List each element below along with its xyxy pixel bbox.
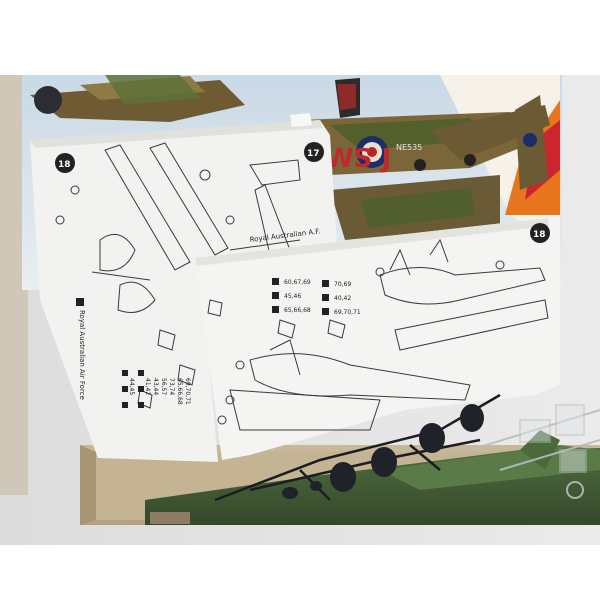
sheet-left-caption: Royal Australian Air Force [78, 310, 86, 400]
sheet-left-callout-4: 73,74 [168, 378, 175, 395]
sheet-left-step-number-b: 17 [307, 149, 320, 159]
sheet-right-callout-3: 70,69 [334, 281, 351, 288]
sheet-right-step-number: 18 [533, 230, 546, 240]
sheet-left-callout-6: 69,70,71 [184, 378, 191, 405]
sheet-left-line-drawing [55, 142, 301, 409]
top-bomber-nose [34, 86, 62, 114]
sheet-right-callout-4: 40,42 [334, 295, 351, 302]
sheet-right-callout-2: 65,66,68 [284, 307, 311, 314]
sheet-left-step-number: 18 [58, 160, 71, 170]
sheet-left-paint-chips [76, 298, 144, 408]
sheet-right-callout-5: 69,70,71 [334, 309, 361, 316]
sheet-left-callout-1: 41,42 [144, 378, 151, 395]
instruction-sheet-left: 18 17 Royal Australian Air Force [30, 113, 338, 462]
sheet-right-paper [195, 215, 560, 460]
sheet-right-paint-table [272, 278, 329, 315]
instruction-sheet-right: 18 60,67,69 45,46 [195, 215, 560, 460]
sheet-left-callout-0: 44,45 [128, 378, 135, 395]
black-sprue-wheels [282, 404, 484, 499]
sheet-left-step-circle-b [304, 142, 324, 162]
sheet-right-step-circle [530, 223, 550, 243]
sheet-left-callout-2: 43,44 [152, 378, 159, 395]
serial-text: NE535 [396, 143, 422, 152]
fuselage-code-text: WS J [325, 144, 391, 174]
sprue-tab [150, 512, 190, 524]
sheet-right-line-drawing [207, 238, 549, 431]
sheet-left-paper [30, 120, 338, 462]
sheet-left-step-circle [55, 153, 75, 173]
sheet-left-callout-3: 56,57 [160, 378, 167, 395]
sheet-right-callout-0: 60,67,69 [284, 279, 311, 286]
sheet-left-callout-5: 65,66,68 [176, 378, 183, 405]
sheet-right-callout-1: 45,46 [284, 293, 301, 300]
clear-sprue [469, 404, 600, 499]
